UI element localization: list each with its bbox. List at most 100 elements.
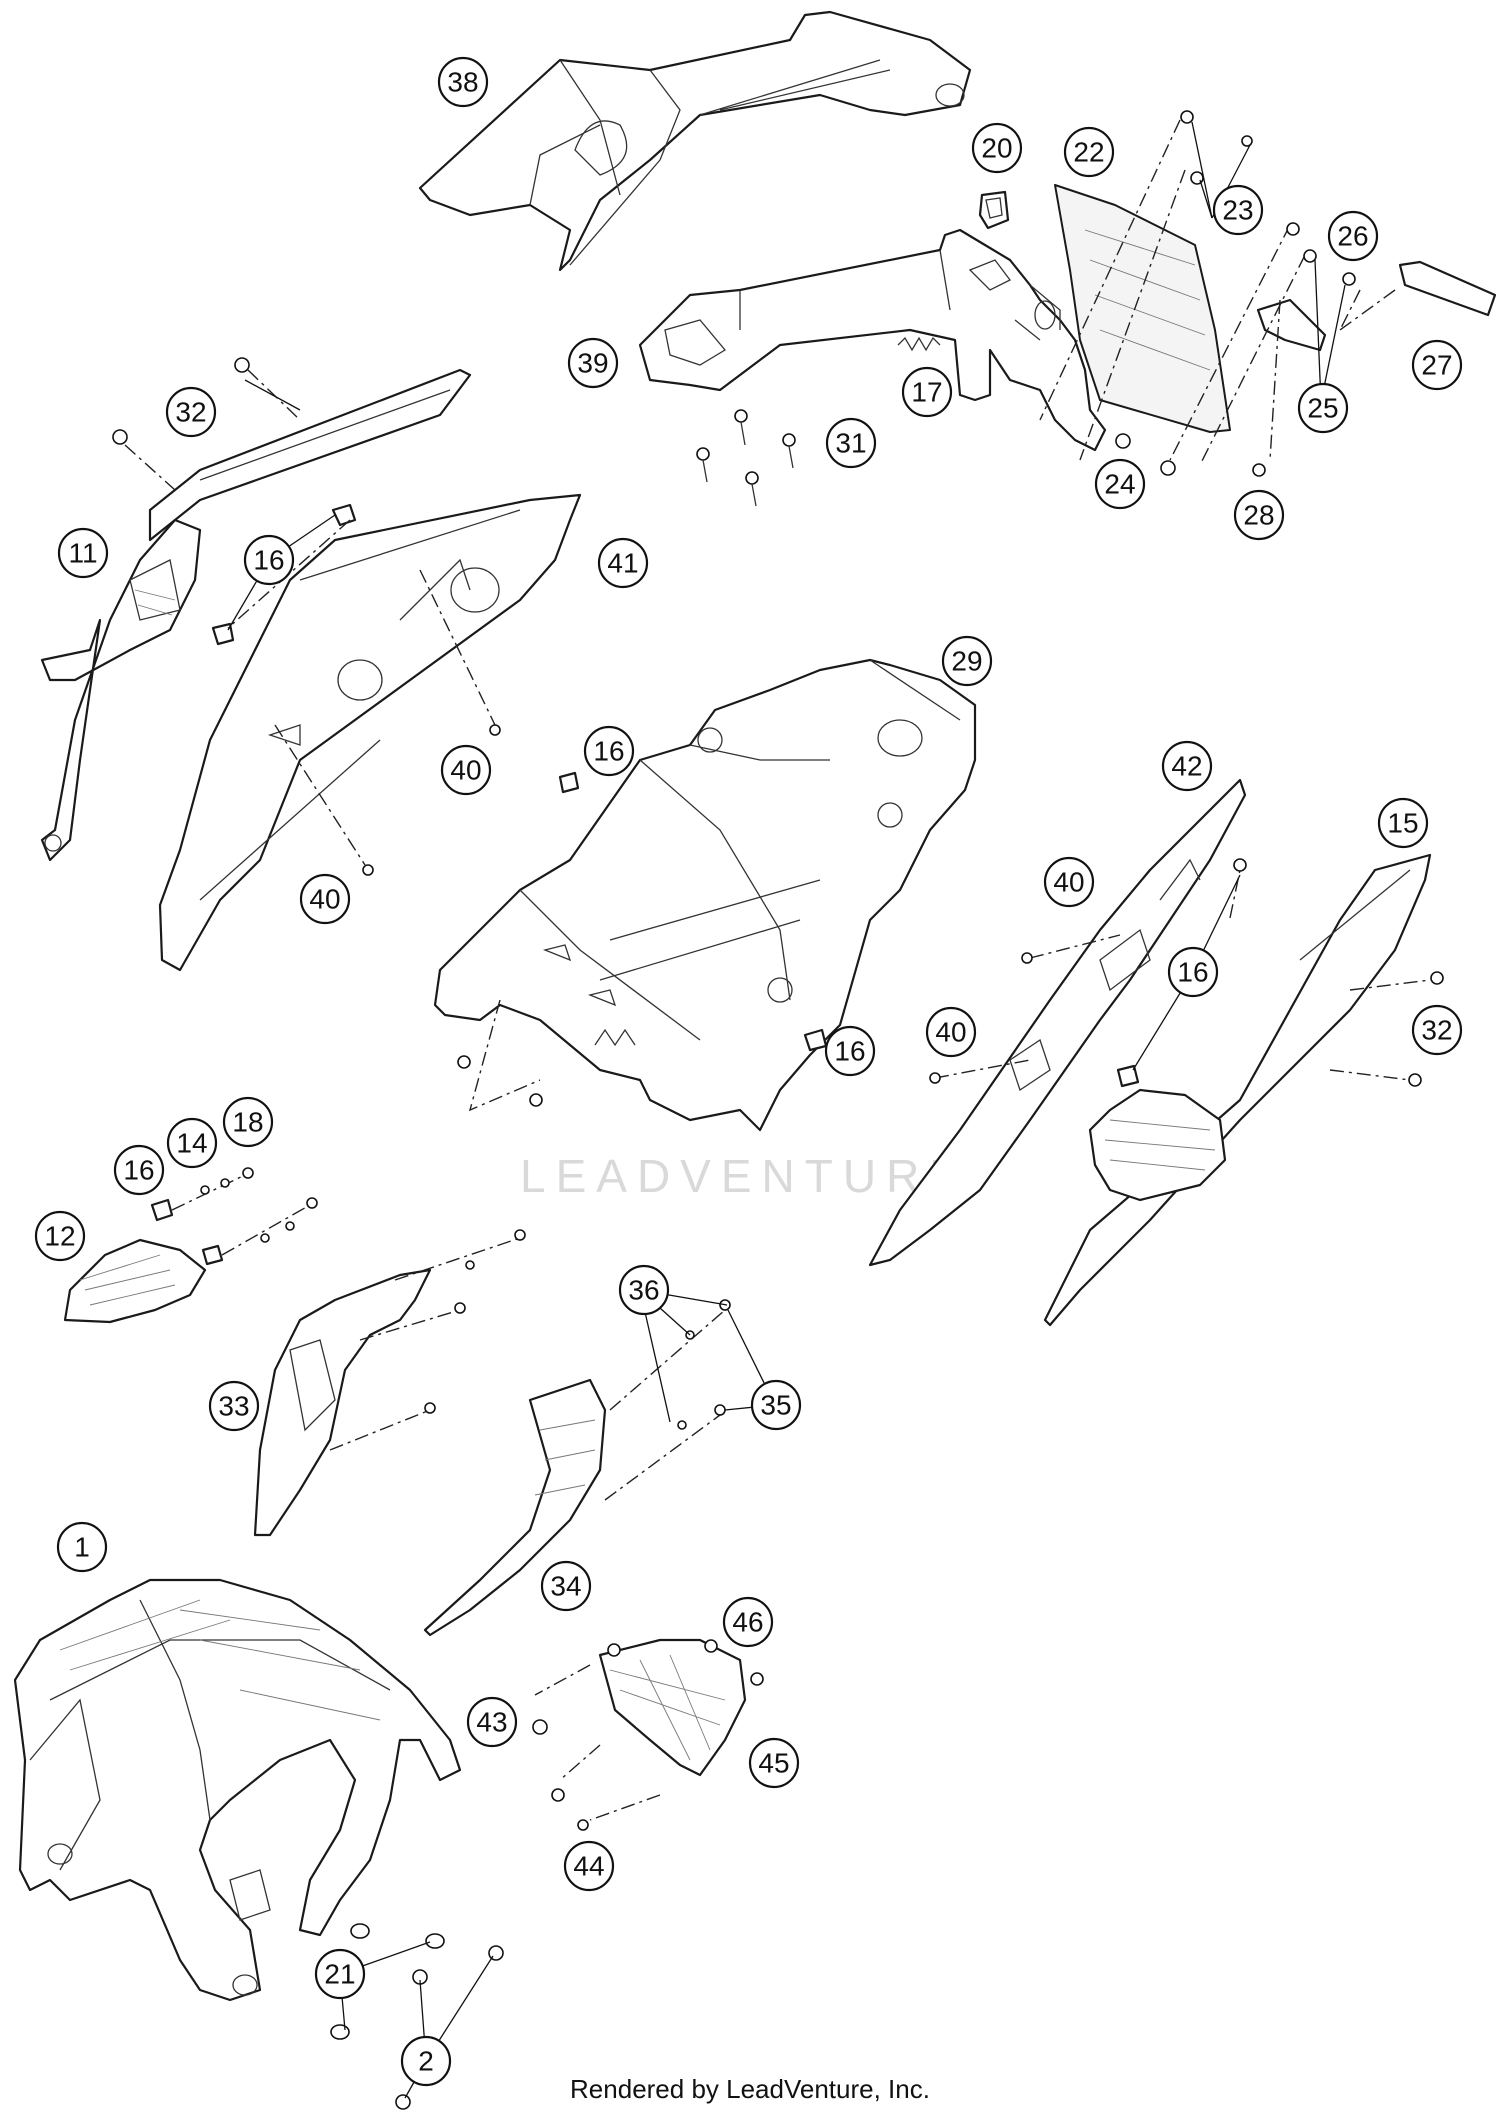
- svg-text:16: 16: [253, 545, 284, 576]
- svg-text:21: 21: [324, 1959, 355, 1990]
- callout-43: 43: [466, 1696, 518, 1748]
- callout-44: 44: [563, 1840, 615, 1892]
- callout-29: 29: [941, 635, 993, 687]
- callout-26: 26: [1327, 210, 1379, 262]
- callout-39: 39: [567, 337, 619, 389]
- svg-text:11: 11: [68, 538, 97, 569]
- callout-25: 25: [1297, 382, 1349, 434]
- svg-text:15: 15: [1387, 808, 1418, 839]
- callout-23: 23: [1212, 184, 1264, 236]
- callout-45: 45: [748, 1737, 800, 1789]
- svg-text:40: 40: [1053, 867, 1084, 898]
- svg-text:45: 45: [758, 1748, 789, 1779]
- callout-1: 1: [56, 1521, 108, 1573]
- part-32-rail-cover-left: [112, 357, 472, 542]
- parts-21-2-fasteners: [330, 1923, 504, 2110]
- svg-text:16: 16: [593, 736, 624, 767]
- svg-text:17: 17: [911, 377, 942, 408]
- callout-34: 34: [540, 1560, 592, 1612]
- svg-text:38: 38: [447, 67, 478, 98]
- assembly-lines-top: [1039, 119, 1396, 466]
- callout-17: 17: [901, 366, 953, 418]
- svg-text:26: 26: [1337, 221, 1368, 252]
- watermark-text: LEADVENTURE: [520, 1150, 970, 1202]
- callout-16-left: 16: [113, 1144, 165, 1196]
- part-45-lower-guard: [532, 1638, 764, 1831]
- svg-text:40: 40: [935, 1017, 966, 1048]
- part-16-clip-middle: [558, 771, 828, 1052]
- svg-text:22: 22: [1073, 137, 1104, 168]
- callout-42: 42: [1161, 740, 1213, 792]
- svg-text:41: 41: [607, 548, 638, 579]
- callout-46: 46: [722, 1596, 774, 1648]
- part-27-reflector: [1398, 260, 1497, 317]
- svg-text:16: 16: [834, 1036, 865, 1067]
- part-1-front-fender: [13, 1578, 462, 2002]
- callout-12: 12: [34, 1210, 86, 1262]
- part-11-grab-handle: [40, 518, 202, 862]
- callout-20: 20: [971, 122, 1023, 174]
- callout-31: 31: [825, 417, 877, 469]
- svg-text:40: 40: [309, 884, 340, 915]
- svg-text:25: 25: [1307, 393, 1338, 424]
- callout-33: 33: [208, 1380, 260, 1432]
- svg-text:46: 46: [732, 1607, 763, 1638]
- callout-21: 21: [314, 1948, 366, 2000]
- callout-27: 27: [1411, 339, 1463, 391]
- callout-32-left: 32: [165, 386, 217, 438]
- part-15-rail-cover-right: [1043, 853, 1444, 1327]
- callout-16-lower: 16: [824, 1025, 876, 1077]
- part-34-panel: [423, 1299, 731, 1637]
- svg-text:32: 32: [1421, 1015, 1452, 1046]
- part-22-plate-holder: [1054, 184, 1231, 433]
- callout-16-upper: 16: [243, 534, 295, 586]
- svg-text:12: 12: [44, 1221, 75, 1252]
- callout-36: 36: [618, 1264, 670, 1316]
- callout-38: 38: [437, 56, 489, 108]
- callout-40-b: 40: [299, 873, 351, 925]
- fasteners-top: [696, 110, 1356, 507]
- callout-16-middle: 16: [583, 725, 635, 777]
- part-33-panel: [253, 1229, 526, 1537]
- callout-15: 15: [1377, 797, 1429, 849]
- part-29-rear-frame: [433, 658, 977, 1132]
- callout-35: 35: [750, 1379, 802, 1431]
- svg-text:24: 24: [1104, 469, 1135, 500]
- svg-text:18: 18: [232, 1107, 263, 1138]
- svg-text:2: 2: [418, 2046, 434, 2077]
- svg-text:27: 27: [1421, 350, 1452, 381]
- part-20-clip: [978, 190, 1010, 230]
- svg-text:1: 1: [74, 1532, 90, 1563]
- svg-text:33: 33: [218, 1391, 249, 1422]
- callout-40-c: 40: [1043, 856, 1095, 908]
- svg-text:35: 35: [760, 1390, 791, 1421]
- svg-text:16: 16: [1177, 957, 1208, 988]
- part-17-spring: [897, 336, 941, 352]
- callout-11: 11: [57, 527, 109, 579]
- callout-40-d: 40: [925, 1006, 977, 1058]
- callout-41: 41: [597, 537, 649, 589]
- svg-text:39: 39: [577, 348, 608, 379]
- callout-18: 18: [222, 1096, 274, 1148]
- svg-text:23: 23: [1222, 195, 1253, 226]
- callout-14: 14: [166, 1117, 218, 1169]
- svg-text:31: 31: [835, 428, 866, 459]
- svg-text:44: 44: [573, 1851, 604, 1882]
- svg-text:42: 42: [1171, 751, 1202, 782]
- callout-2: 2: [400, 2035, 452, 2087]
- credit-text: Rendered by LeadVenture, Inc.: [570, 2074, 930, 2104]
- part-38-rear-bracket: [418, 10, 972, 272]
- svg-text:43: 43: [476, 1707, 507, 1738]
- callout-22: 22: [1063, 126, 1115, 178]
- callout-28: 28: [1233, 489, 1285, 541]
- callout-16-right: 16: [1167, 946, 1219, 998]
- svg-text:28: 28: [1243, 500, 1274, 531]
- svg-text:36: 36: [628, 1275, 659, 1306]
- svg-text:40: 40: [450, 755, 481, 786]
- callout-40-a: 40: [440, 744, 492, 796]
- part-39-sub-bracket: [638, 228, 1107, 452]
- svg-text:14: 14: [176, 1128, 207, 1159]
- svg-text:34: 34: [550, 1571, 581, 1602]
- part-42-side-cover-right: [868, 778, 1247, 1267]
